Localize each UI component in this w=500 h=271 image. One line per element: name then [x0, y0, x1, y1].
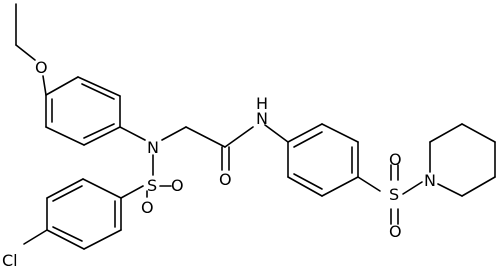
- atom-o-ether: O: [35, 58, 48, 77]
- piperidine-ring: [429, 123, 496, 197]
- atom-o-sulfonyl-right-1: O: [389, 150, 402, 169]
- atom-o-sulfonyl-right-2: O: [389, 222, 402, 241]
- anilide-ring: [287, 123, 359, 197]
- chlorophenyl-ring: [46, 178, 122, 250]
- atom-h-amide: H: [256, 94, 268, 113]
- atom-s-left: S: [147, 176, 157, 195]
- atom-n-amide: N: [256, 109, 268, 128]
- nh-aryl-bond: [264, 124, 289, 143]
- atom-n-amine: N: [147, 138, 159, 157]
- c-cl-bond: [23, 229, 48, 245]
- s-aryl-bond: [120, 185, 144, 199]
- ethoxyphenyl-ring: [45, 76, 121, 146]
- atom-o-carbonyl: O: [219, 170, 232, 189]
- atom-n-piperidine: N: [424, 171, 436, 190]
- ethoxy-group: [15, 3, 47, 96]
- acetamide-chain: [161, 126, 254, 171]
- right-sulfonyl-oxygens: [390, 164, 399, 225]
- s-n-bond: [402, 181, 423, 195]
- atom-o-sulfonyl-left-1: O: [141, 198, 154, 217]
- atom-cl: Cl: [2, 251, 18, 270]
- aryl-n-bond: [119, 126, 146, 141]
- atom-o-sulfonyl-left-2: O: [171, 176, 184, 195]
- left-sulfonyl-oxygens: [146, 185, 172, 198]
- atom-s-right: S: [389, 185, 399, 204]
- aryl-s-bond: [357, 176, 381, 192]
